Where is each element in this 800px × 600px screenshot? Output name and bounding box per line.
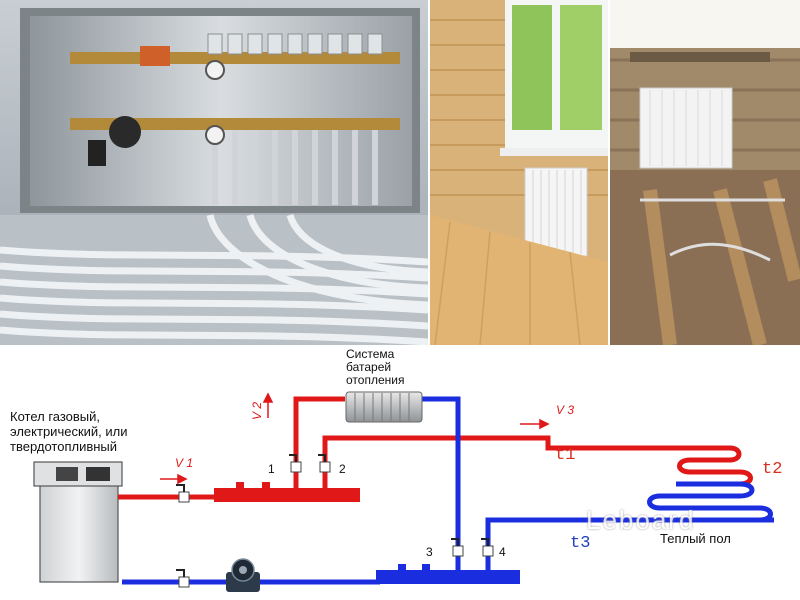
boiler-label-line-1: Котел газовый, (10, 409, 101, 424)
temp-t2-label: t2 (762, 460, 783, 479)
flow-v2-label: V 2 (250, 401, 264, 420)
photo-manifold-cabinet (0, 0, 428, 345)
radiator-system-label: Система батарей отопления (346, 348, 404, 387)
boiler-label: Котел газовый, электрический, или твердо… (10, 409, 128, 454)
radiator-label-line-1: Система (346, 347, 395, 361)
circulation-pump (226, 558, 260, 592)
return-manifold (376, 564, 520, 584)
valve-2-label: 2 (339, 462, 346, 476)
temp-t1-label: t1 (555, 446, 576, 465)
boiler-label-line-3: твердотопливный (10, 439, 118, 454)
valve-1-label: 1 (268, 462, 275, 476)
radiator-label-line-2: батарей (346, 360, 392, 374)
flow-v1-label: V 1 (175, 456, 194, 470)
warm-floor-label: Теплый пол (660, 531, 731, 546)
floor-coil (647, 445, 774, 523)
photo-floor-installation (610, 0, 800, 345)
heating-diagram (33, 391, 774, 592)
supply-manifold (214, 482, 360, 502)
temp-t3-label: t3 (570, 534, 591, 553)
boiler-label-line-2: электрический, или (10, 424, 128, 439)
boiler (33, 461, 123, 583)
radiator-label-line-3: отопления (346, 373, 405, 387)
photo-room-radiator (430, 0, 608, 345)
flow-v3-label: V 3 (556, 403, 575, 417)
watermark-logo: Leboard (586, 505, 696, 535)
valve-4-label: 4 (499, 545, 506, 559)
radiator (345, 391, 423, 423)
valve-3-label: 3 (426, 545, 433, 559)
flow-arrows (160, 392, 550, 485)
valves (176, 454, 494, 588)
